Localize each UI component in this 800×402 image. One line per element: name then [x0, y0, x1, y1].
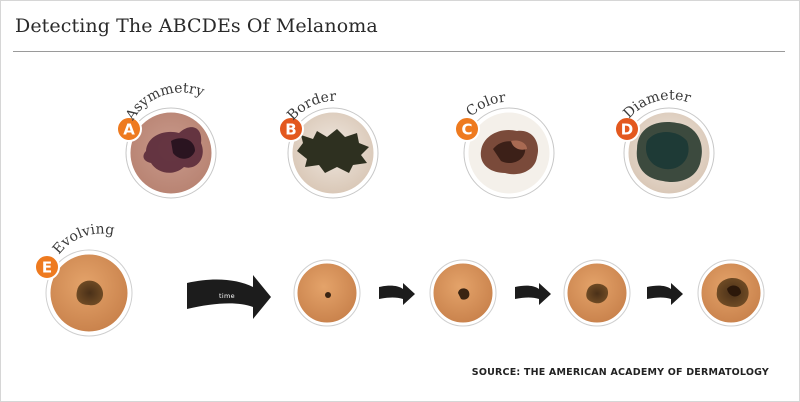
source-credit: SOURCE: THE AMERICAN ACADEMY OF DERMATOL… — [471, 367, 769, 378]
sign-d-diameter: D Diameter — [614, 87, 715, 199]
badge-b: B — [278, 116, 304, 142]
evolution-stage-4 — [697, 259, 765, 327]
sign-e-evolving: E Evolving — [34, 221, 133, 337]
small-arrow-3 — [647, 283, 683, 305]
svg-text:E: E — [42, 259, 52, 277]
svg-text:C: C — [461, 121, 472, 139]
time-arrow-label: time — [219, 292, 235, 300]
sign-b-border: B Border — [278, 89, 379, 199]
badge-d: D — [614, 116, 640, 142]
badge-e: E — [34, 254, 60, 280]
small-arrow-1 — [379, 283, 415, 305]
svg-text:B: B — [285, 121, 296, 139]
sign-c-color: C Color — [454, 90, 555, 199]
svg-text:D: D — [621, 121, 633, 139]
small-arrow-2 — [515, 283, 551, 305]
page-title: Detecting The ABCDEs Of Melanoma — [15, 15, 378, 37]
title-divider — [13, 51, 785, 52]
time-arrow: time — [187, 275, 271, 319]
evolution-stage-2 — [429, 259, 497, 327]
badge-c: C — [454, 116, 480, 142]
svg-text:A: A — [123, 121, 135, 139]
sign-a-asymmetry: A Asymmetry — [116, 80, 217, 199]
evolution-stage-1 — [293, 259, 361, 327]
badge-a: A — [116, 116, 142, 142]
evolution-stage-3 — [563, 259, 631, 327]
